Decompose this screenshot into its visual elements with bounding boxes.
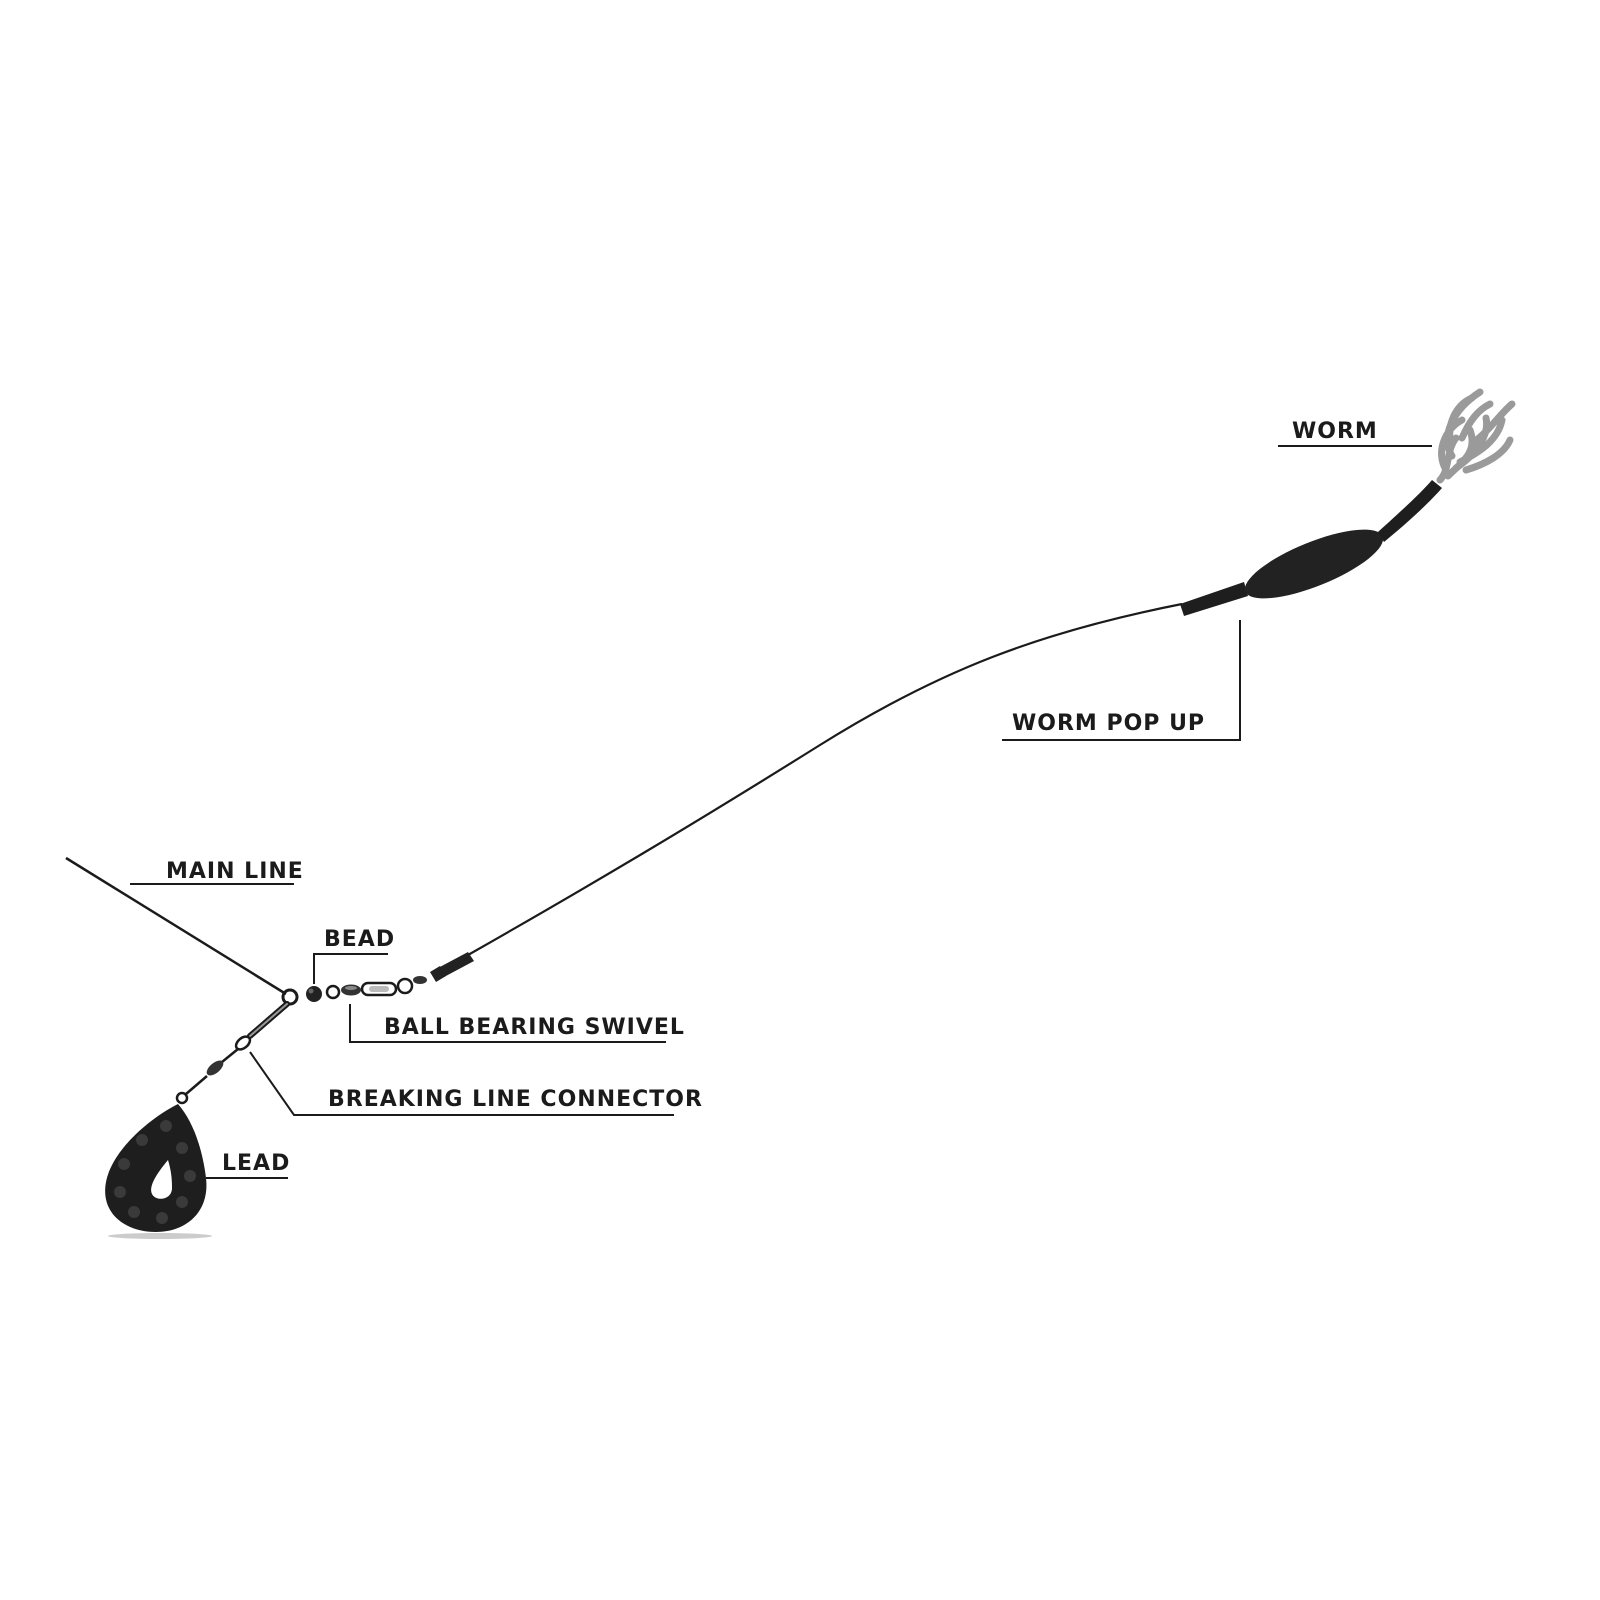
anti-tangle-sleeve: [430, 952, 474, 982]
main-line: [65, 856, 287, 996]
label-ball-bearing-swivel: BALL BEARING SWIVEL: [384, 1015, 685, 1040]
breaking-line-connector-icon: [175, 1001, 290, 1105]
label-bead: BEAD: [324, 927, 395, 952]
teardrop-lead-weight-icon: [105, 1104, 212, 1239]
bead-leader-line: [313, 953, 388, 984]
label-lead: LEAD: [222, 1151, 290, 1176]
hooklink-line: [467, 602, 1183, 956]
label-breaking-line-connector: BREAKING LINE CONNECTOR: [328, 1087, 703, 1112]
foam-pop-up-icon: [1180, 480, 1442, 616]
ball-bearing-swivel-icon: [325, 976, 427, 1000]
label-main-line: MAIN LINE: [166, 859, 304, 884]
breaking-line-connector-leader-line: [249, 1051, 674, 1116]
label-worm-pop-up: WORM POP UP: [1012, 711, 1205, 736]
bead-icon: [306, 986, 322, 1002]
worm-cluster-icon: [1436, 388, 1516, 484]
ball-bearing-swivel-leader-line: [349, 1004, 666, 1043]
worm-pop-up-leader-line: [1002, 620, 1241, 741]
label-worm: WORM: [1292, 419, 1378, 444]
